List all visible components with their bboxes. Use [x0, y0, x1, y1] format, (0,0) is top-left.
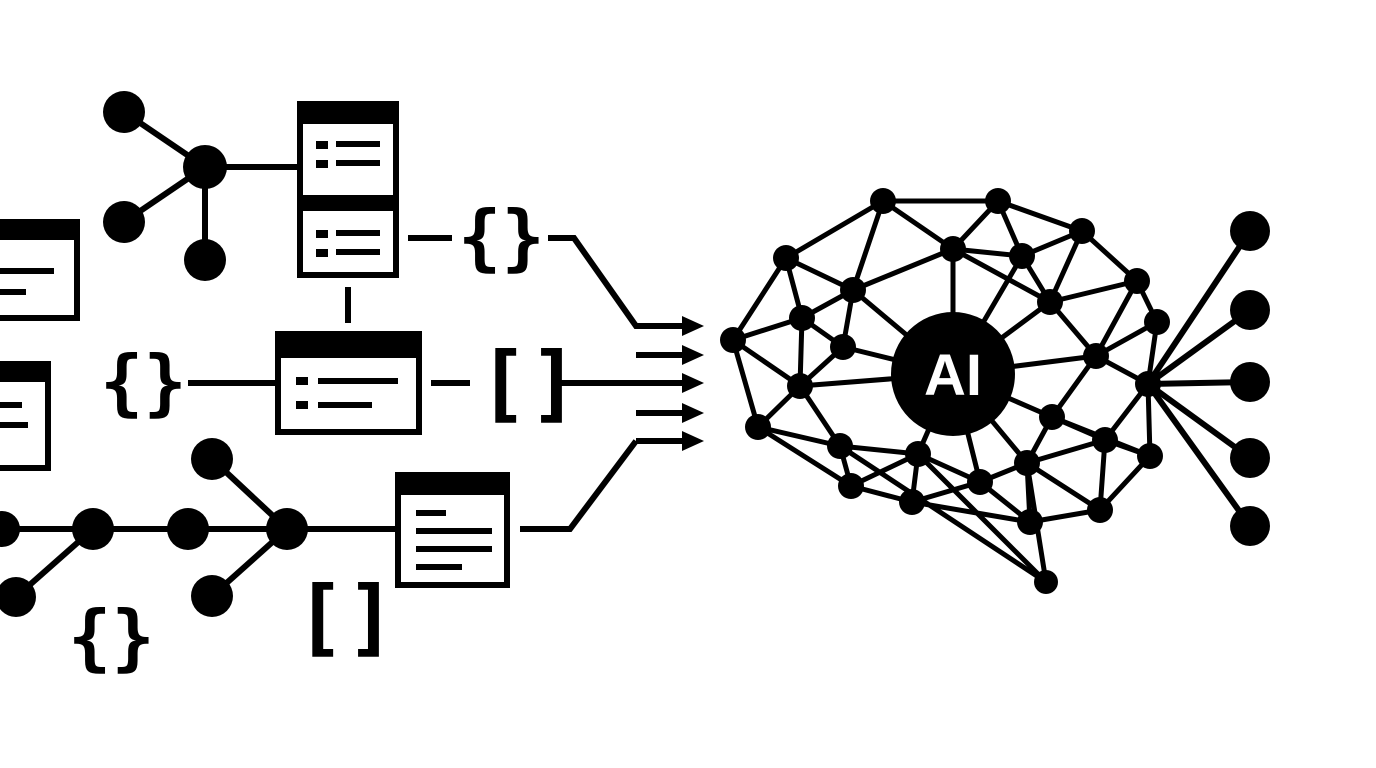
brain-node [1092, 427, 1118, 453]
brain-edge [755, 424, 843, 449]
branch-node [103, 201, 145, 243]
brain-edge [730, 337, 761, 430]
brain-node [789, 305, 815, 331]
brain-node [787, 373, 813, 399]
branch-node [191, 575, 233, 617]
ai-label: AI [924, 343, 982, 408]
brain-edge [850, 246, 956, 293]
brain-node [985, 188, 1011, 214]
brain-node [1083, 343, 1109, 369]
output-node [1230, 362, 1270, 402]
arrow-bundle [636, 316, 704, 451]
brain-edge [915, 451, 1049, 585]
brain-node [1017, 509, 1043, 535]
brain-node [1137, 443, 1163, 469]
branch-hub-node [183, 145, 227, 189]
brain-edge [880, 198, 956, 252]
route-line-bottom [520, 439, 639, 532]
brain-edge [1024, 460, 1103, 513]
left-edge-window-bottom [0, 361, 51, 471]
brain-node [840, 277, 866, 303]
brain-edge [995, 198, 1085, 234]
brain-node [720, 327, 746, 353]
brain-node [1009, 243, 1035, 269]
brackets-symbol-bottom: [] [295, 568, 396, 666]
brain-node [1087, 497, 1113, 523]
brain-edge [1093, 278, 1140, 359]
arrow-head [682, 345, 704, 365]
arrow-head [682, 316, 704, 336]
bottom-document-icon [395, 472, 510, 588]
output-fan [1145, 211, 1270, 546]
output-node [1230, 506, 1270, 546]
brain-edge [755, 424, 854, 489]
branch-node [0, 577, 36, 617]
left-edge-window-top [0, 219, 80, 321]
branch-node [0, 511, 20, 547]
arrow-head [682, 431, 704, 451]
brain-node [1014, 450, 1040, 476]
arrow-head [682, 373, 704, 393]
arrow-head [682, 403, 704, 423]
brain-node [827, 433, 853, 459]
brain-node [940, 236, 966, 262]
brain-node [905, 441, 931, 467]
output-node [1230, 438, 1270, 478]
brain-node [1039, 404, 1065, 430]
brain-edge [783, 198, 886, 261]
middle-document-icon [275, 331, 422, 435]
brain-edge [950, 246, 1053, 305]
brain-edge [730, 337, 803, 389]
ai-core-circle [891, 312, 1015, 436]
brain-edge [837, 443, 1049, 585]
brain-node [838, 473, 864, 499]
output-node [1230, 290, 1270, 330]
brain-node [830, 334, 856, 360]
brain-edge [837, 443, 921, 457]
brain-node [1144, 309, 1170, 335]
route-line-top [548, 235, 690, 329]
braces-symbol-top: {} [458, 195, 545, 279]
brain-node [899, 489, 925, 515]
ai-core: AI [891, 312, 1015, 436]
bottom-branch-network [0, 438, 398, 617]
brain-node [1034, 570, 1058, 594]
brain-node [967, 469, 993, 495]
brain-node [1124, 268, 1150, 294]
branch-node [184, 239, 226, 281]
braces-symbol-middle: {} [100, 340, 187, 424]
brain-edge [1047, 278, 1140, 305]
brain-node [1069, 218, 1095, 244]
branch-node [103, 91, 145, 133]
branch-node [167, 508, 209, 550]
brain-edge [850, 198, 886, 293]
brain-node [1037, 289, 1063, 315]
brain-edge [730, 255, 789, 343]
stacked-document-icon [297, 101, 399, 278]
branch-node [72, 508, 114, 550]
output-node [1230, 211, 1270, 251]
brain-node [745, 414, 771, 440]
top-branch-network [103, 91, 300, 281]
braces-symbol-bottom: {} [68, 595, 155, 679]
brain-node [773, 245, 799, 271]
brain-node [870, 188, 896, 214]
branch-node [191, 438, 233, 480]
branch-hub-node [266, 508, 308, 550]
brain-edge [1024, 437, 1108, 466]
